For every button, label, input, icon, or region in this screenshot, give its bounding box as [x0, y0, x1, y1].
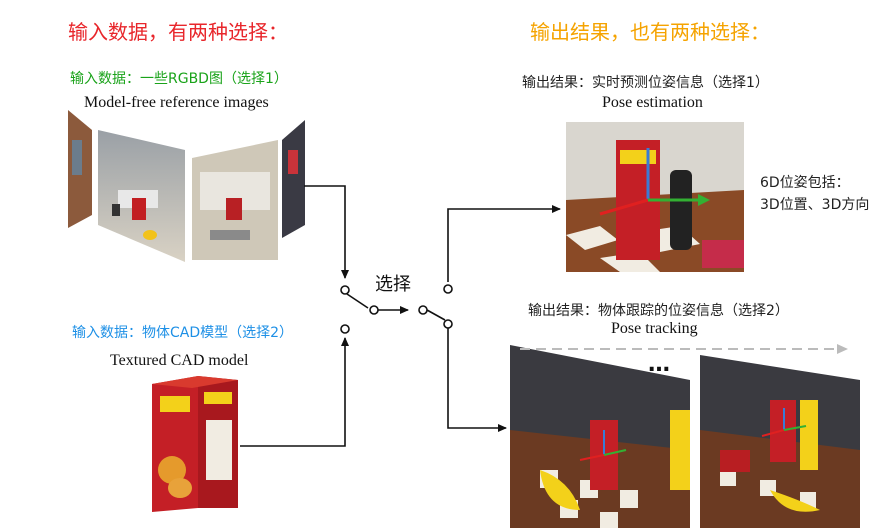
output2-title: 输出结果：物体跟踪的位姿信息（选择2）: [528, 303, 789, 319]
output1-caption: Pose estimation: [602, 94, 703, 111]
input2-title: 输入数据：物体CAD模型（选择2）: [72, 325, 294, 341]
cheez-it-box-image: [152, 376, 238, 512]
pose-note-line2: 3D位置、3D方向: [760, 197, 870, 213]
tracking-frames-image: [510, 345, 860, 528]
switch-label: 选择: [375, 274, 411, 295]
switch-symbol: [340, 284, 453, 334]
input1-caption: Model-free reference images: [84, 94, 269, 111]
left-section-title: 输入数据，有两种选择：: [68, 20, 288, 44]
input2-caption: Textured CAD model: [110, 352, 249, 369]
tracking-ellipsis: …: [648, 352, 670, 377]
pose-note-line1: 6D位姿包括：: [760, 175, 850, 191]
input1-title: 输入数据：一些RGBD图（选择1）: [70, 71, 288, 87]
right-section-title: 输出结果，也有两种选择：: [530, 20, 770, 44]
pose-estimation-image: [566, 122, 744, 272]
reference-image-panels: [68, 110, 305, 262]
output2-caption: Pose tracking: [611, 320, 698, 337]
output1-title: 输出结果：实时预测位姿信息（选择1）: [522, 75, 769, 91]
connector-lines: [240, 185, 561, 447]
